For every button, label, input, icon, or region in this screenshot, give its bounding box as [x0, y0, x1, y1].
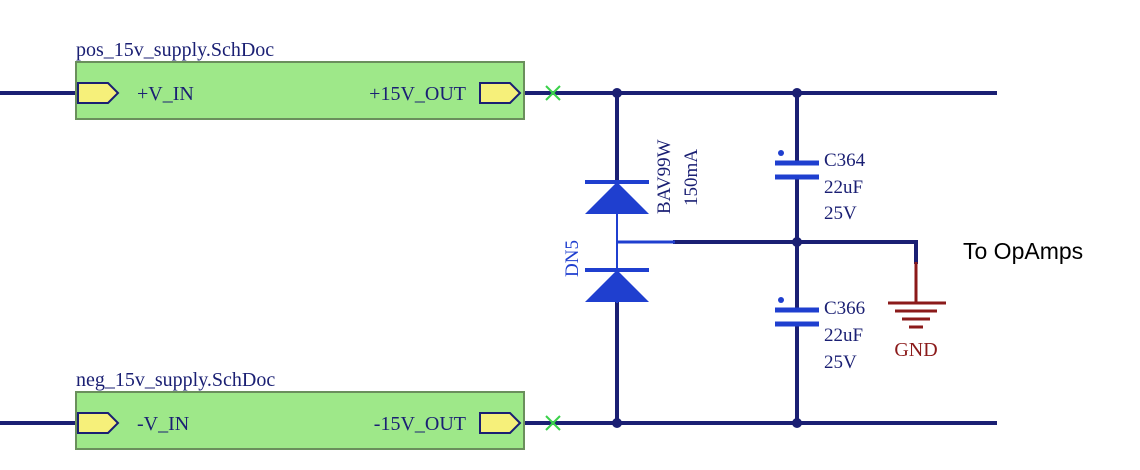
diode-designator: DN5: [562, 240, 583, 277]
diode-lower-triangle-icon: [585, 270, 649, 302]
junction-mid-cap: [792, 237, 802, 247]
sheet-file-name: pos_15v_supply.SchDoc: [76, 39, 274, 61]
diode-rating: 150mA: [681, 149, 702, 206]
diode-dn5[interactable]: DN5 BAV99W 150mA: [562, 139, 702, 303]
ground-label: GND: [894, 339, 937, 361]
sheet-entry-out-label: -15V_OUT: [374, 413, 466, 435]
polarity-dot-icon: [778, 297, 784, 303]
sheet-entry-in-label: -V_IN: [137, 413, 189, 435]
sheet-entry-out-label: +15V_OUT: [369, 83, 466, 105]
sheet-symbol-pos[interactable]: pos_15v_supply.SchDoc +V_IN +15V_OUT: [75, 39, 525, 120]
no-erc-neg: [545, 415, 561, 431]
junction-pos-diode: [612, 88, 622, 98]
sheet-file-name: neg_15v_supply.SchDoc: [76, 369, 275, 391]
junction-neg-cap: [792, 418, 802, 428]
capacitor-c366[interactable]: C366 22uF 25V: [775, 297, 865, 373]
polarity-dot-icon: [778, 150, 784, 156]
wires: [0, 91, 997, 425]
sheet-entry-out-icon[interactable]: [479, 82, 522, 104]
diode-upper-triangle-icon: [585, 182, 649, 214]
junctions: [612, 88, 802, 428]
sheet-entry-in-icon[interactable]: [77, 412, 120, 434]
junction-pos-cap: [792, 88, 802, 98]
capacitor-c364[interactable]: C364 22uF 25V: [775, 150, 866, 224]
junction-neg-diode: [612, 418, 622, 428]
sheet-symbol-neg[interactable]: neg_15v_supply.SchDoc -V_IN -15V_OUT: [75, 369, 525, 450]
sheet-entry-out-icon[interactable]: [479, 412, 522, 434]
sheet-body: [75, 61, 525, 120]
sheet-entry-in-icon[interactable]: [77, 82, 120, 104]
cap-value: 22uF: [824, 325, 863, 346]
cap-designator: C366: [824, 298, 865, 319]
no-erc-markers: [545, 85, 561, 431]
sheet-entry-in-label: +V_IN: [137, 83, 194, 105]
cap-voltage: 25V: [824, 203, 857, 224]
cap-designator: C364: [824, 150, 866, 171]
diode-part-number: BAV99W: [654, 139, 675, 214]
cap-value: 22uF: [824, 177, 863, 198]
annotation-to-opamps: To OpAmps: [963, 238, 1083, 264]
cap-voltage: 25V: [824, 352, 857, 373]
no-erc-pos: [545, 85, 561, 101]
ground-symbol[interactable]: GND: [888, 262, 946, 361]
sheet-body: [75, 391, 525, 450]
